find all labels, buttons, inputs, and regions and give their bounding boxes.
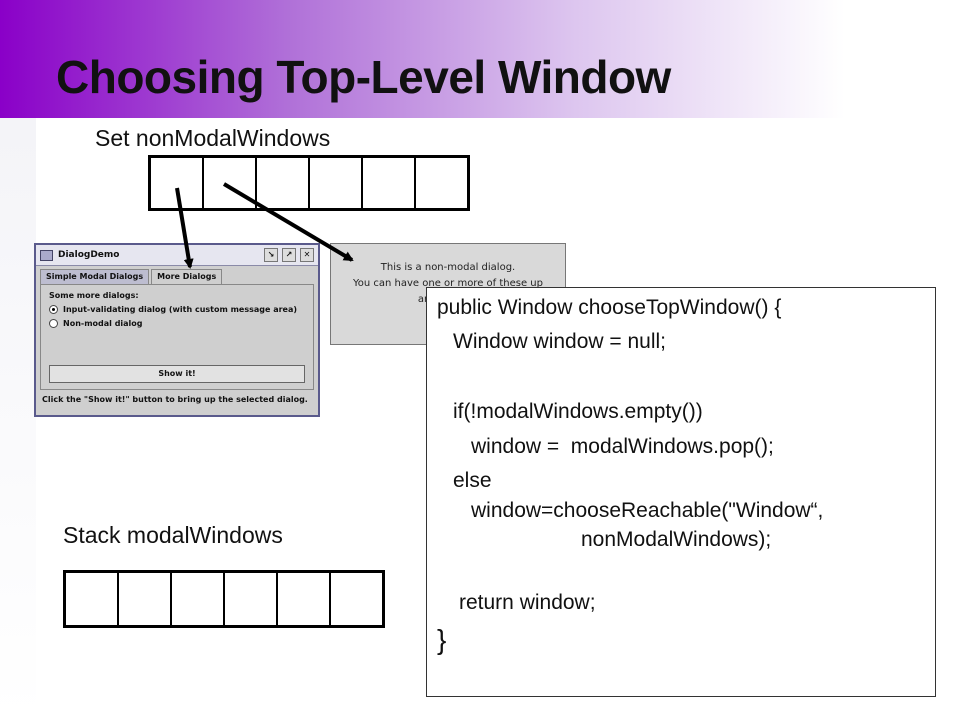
maximize-icon[interactable]: ↗ (282, 248, 296, 262)
set-label: Set nonModalWindows (95, 125, 331, 151)
code-line: window=chooseReachable("Window“, (471, 499, 824, 522)
code-line: return window; (459, 591, 596, 614)
radio-non-modal[interactable]: Non-modal dialog (49, 319, 305, 328)
stack-cell (170, 573, 223, 625)
stack-cell (117, 573, 170, 625)
dialog-demo-panel: Some more dialogs: Input-validating dial… (40, 284, 314, 390)
dialog-demo-titlebar: DialogDemo ↘ ↗ ✕ (36, 245, 318, 266)
stack-cell (276, 573, 329, 625)
stack-cell (223, 573, 276, 625)
stack-label: Stack modalWindows (63, 522, 283, 548)
set-cell (202, 158, 255, 208)
radio-input-validating[interactable]: Input-validating dialog (with custom mes… (49, 305, 305, 314)
arrow-to-dialog-demo (175, 187, 194, 269)
dialog-demo-heading: Some more dialogs: (49, 291, 139, 300)
set-cells (148, 155, 470, 211)
stack-cell (329, 573, 382, 625)
code-line: window = modalWindows.pop(); (471, 435, 774, 458)
code-line: public Window chooseTopWindow() { (437, 296, 782, 319)
code-box: public Window chooseTopWindow() { Window… (426, 287, 936, 697)
code-line: nonModalWindows); (581, 528, 772, 551)
set-cell (308, 158, 361, 208)
dialog-demo-title: DialogDemo (58, 250, 120, 260)
non-modal-text-line: This is a non-modal dialog. (380, 262, 516, 273)
window-icon (40, 249, 53, 261)
code-line: Window window = null; (453, 330, 667, 353)
stack-cells (63, 570, 385, 628)
title-banner (0, 0, 960, 118)
tab-more-dialogs[interactable]: More Dialogs (151, 269, 223, 284)
set-cell (414, 158, 467, 208)
code-line: else (453, 469, 492, 492)
radio-unselected-icon[interactable] (49, 319, 58, 328)
dialog-demo-tabs: Simple Modal Dialogs More Dialogs (36, 266, 318, 284)
radio-label: Non-modal dialog (63, 319, 143, 328)
set-cell (255, 158, 308, 208)
dialog-demo-window: DialogDemo ↘ ↗ ✕ Simple Modal Dialogs Mo… (34, 243, 320, 417)
dialog-demo-status: Click the "Show it!" button to bring up … (42, 395, 308, 404)
slide-title: Choosing Top-Level Window (56, 51, 671, 103)
left-strip (0, 118, 36, 720)
code-line: } (437, 624, 447, 655)
tab-simple-modal-dialogs[interactable]: Simple Modal Dialogs (40, 269, 150, 284)
minimize-icon[interactable]: ↘ (264, 248, 278, 262)
close-icon[interactable]: ✕ (300, 248, 314, 262)
non-modal-text-line: You can have one or more of these up (352, 278, 543, 289)
set-cell (361, 158, 414, 208)
code-line: if(!modalWindows.empty()) (453, 400, 703, 423)
show-it-button[interactable]: Show it! (49, 365, 305, 383)
arrow-to-non-modal-dialog (222, 182, 354, 262)
radio-selected-icon[interactable] (49, 305, 58, 314)
radio-label: Input-validating dialog (with custom mes… (63, 305, 298, 314)
